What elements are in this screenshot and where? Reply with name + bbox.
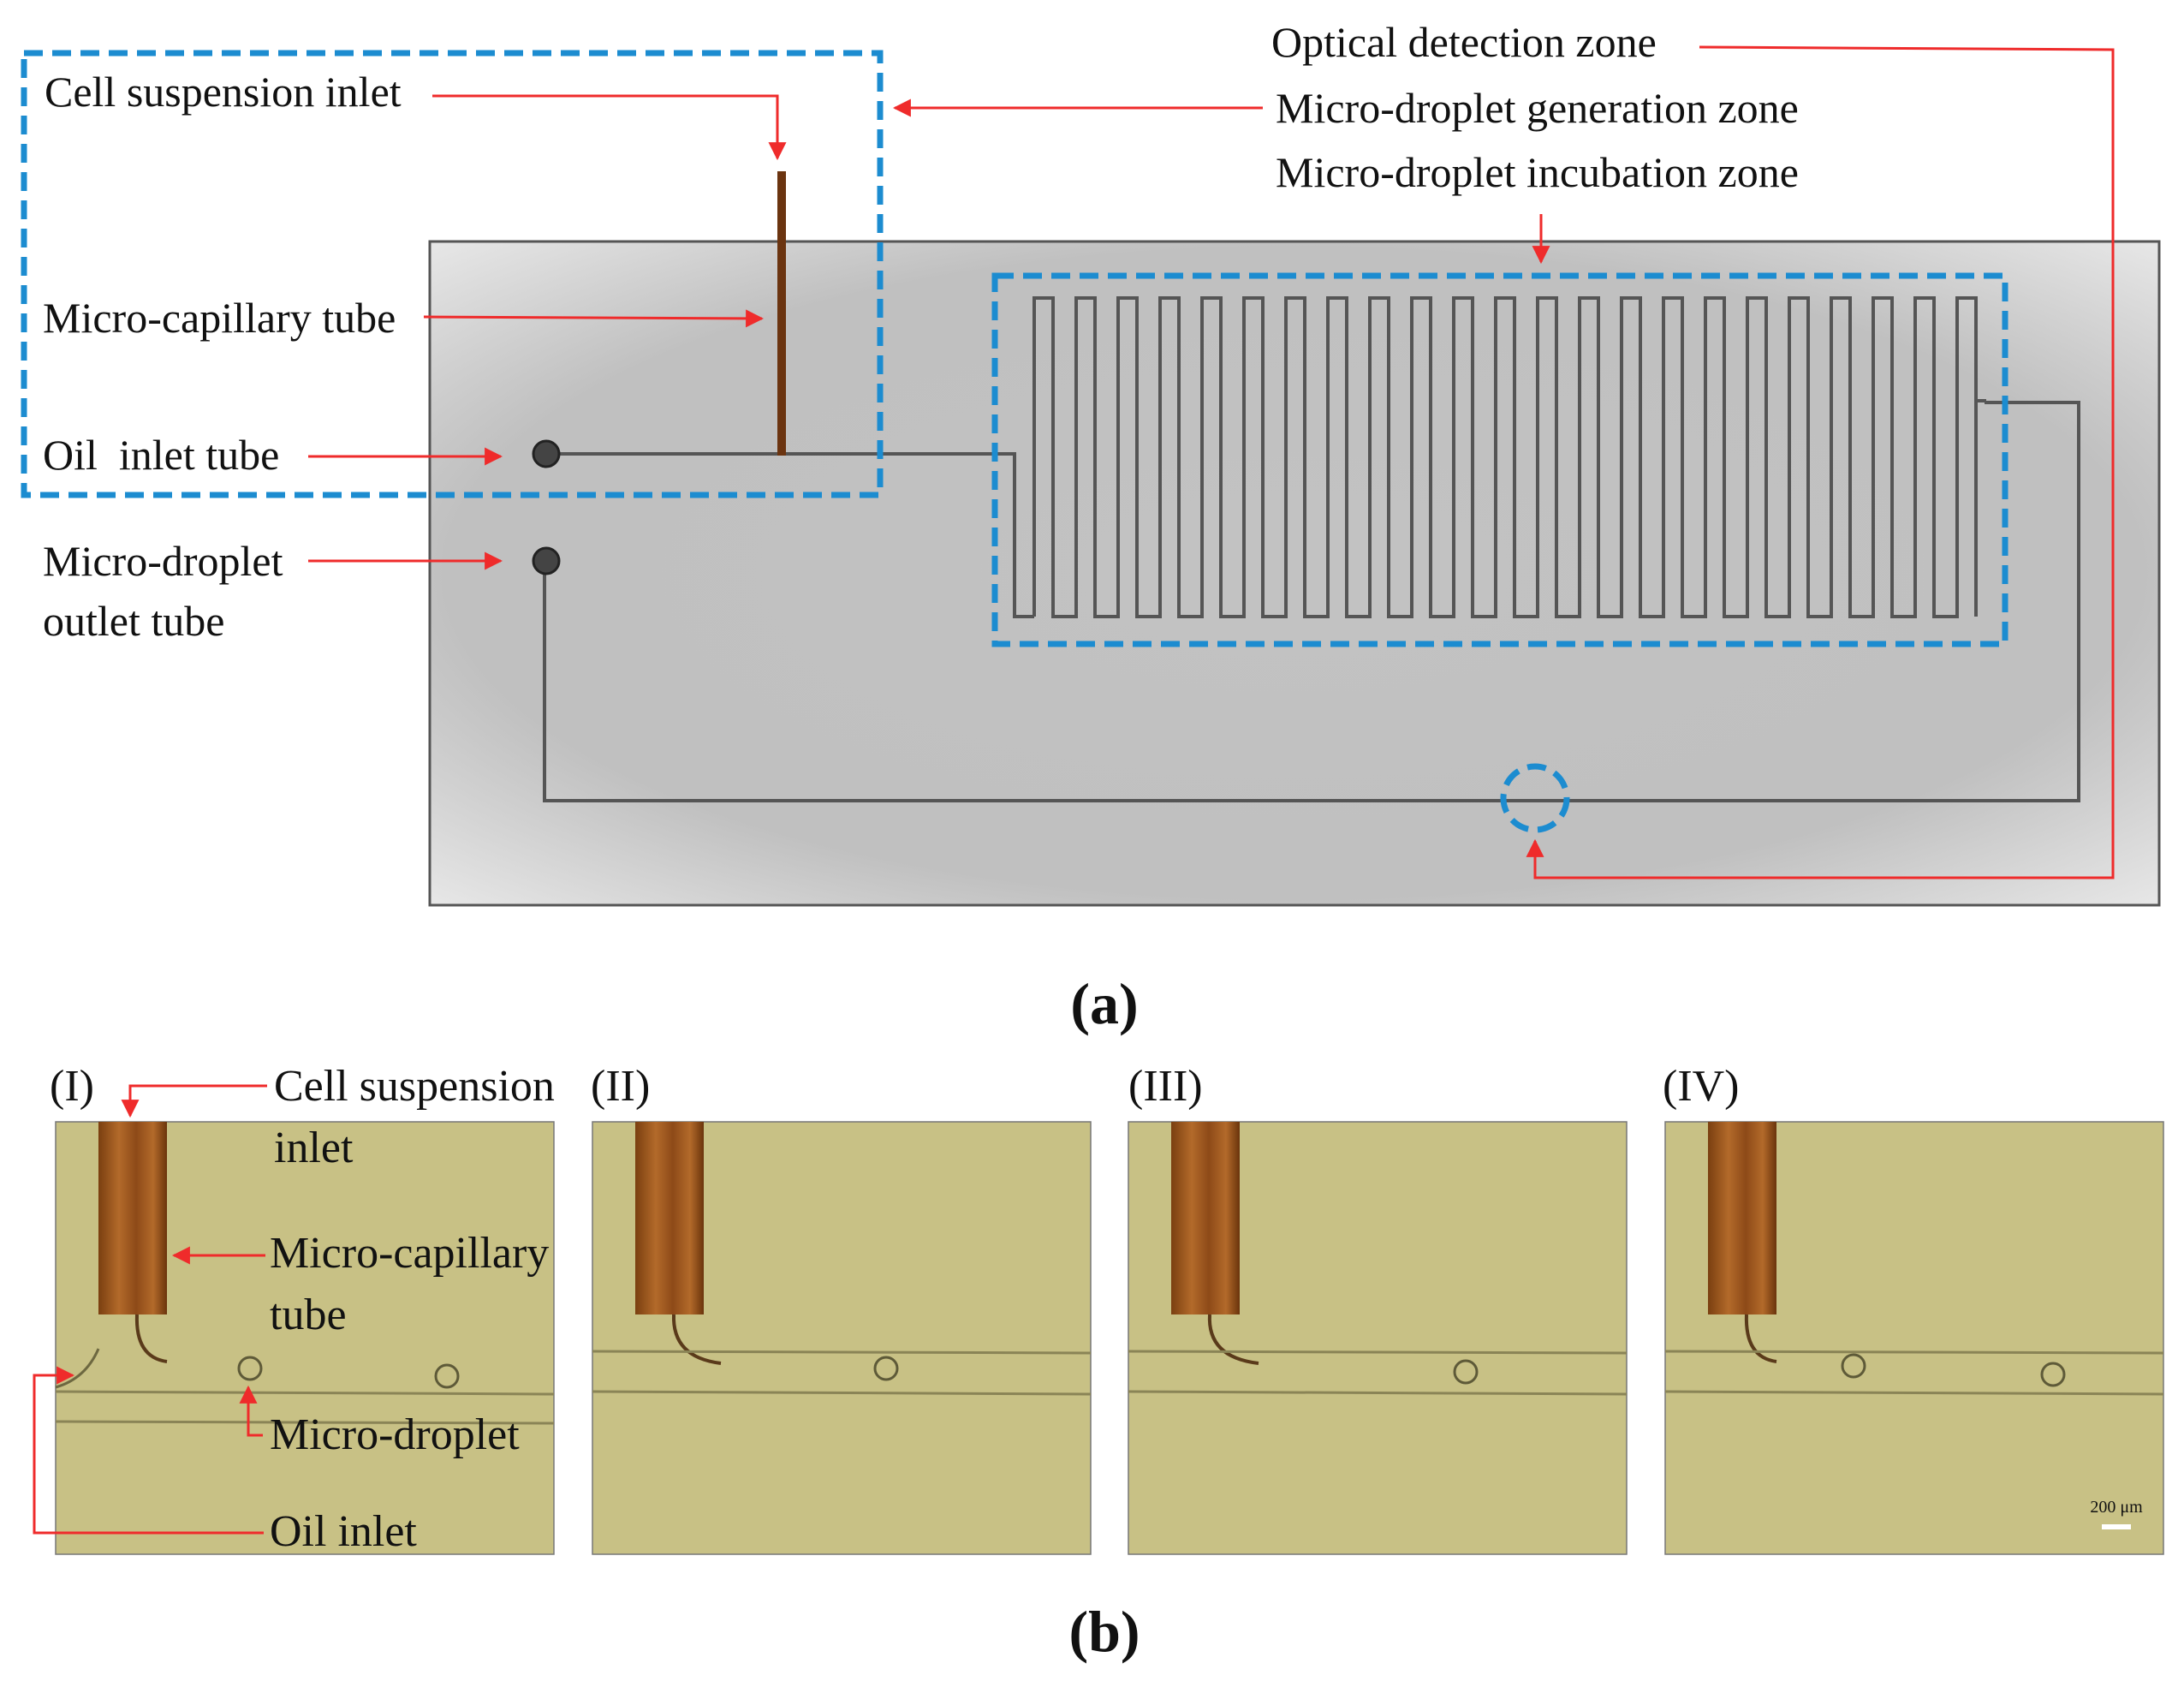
label-incubation-zone: Micro-droplet incubation zone (1276, 148, 1799, 196)
micro-capillary-tube (777, 171, 786, 456)
scale-bar (2102, 1524, 2131, 1529)
label-cell-suspension-inlet: Cell suspension inlet (45, 68, 402, 116)
outlet-port (532, 546, 561, 575)
label-outlet-tube-line1: Micro-droplet (43, 537, 283, 585)
annotation-cell-suspension-line2: inlet (274, 1124, 354, 1172)
label-micro-capillary-tube: Micro-capillary tube (43, 294, 396, 342)
micrograph-4: 200 μm (1664, 1121, 2164, 1555)
panel-b: (I) (II) (III) (IV) (33, 1062, 2164, 1664)
label-outlet-tube-line2: outlet tube (43, 597, 224, 645)
micrograph-label-1: (I) (50, 1062, 94, 1111)
label-optical-detection-zone: Optical detection zone (1271, 18, 1657, 66)
arrow-b-oil-inlet (33, 1366, 264, 1535)
chip-body (428, 240, 2161, 907)
optical-detection-zone-outline (1500, 763, 1570, 833)
annotation-micro-droplet: Micro-droplet (270, 1410, 520, 1459)
oil-inlet-port (532, 439, 561, 468)
arrow-b-micro-droplet (239, 1385, 263, 1437)
label-oil-inlet-tube: Oil inlet tube (43, 431, 279, 479)
incubation-zone-outline (991, 272, 2008, 647)
micrograph-label-2: (II) (591, 1062, 650, 1111)
arrow-micro-capillary (423, 309, 765, 328)
return-channel (543, 401, 2080, 802)
annotation-cell-suspension-line1: Cell suspension (274, 1062, 555, 1111)
annotation-capillary-line2: tube (270, 1291, 347, 1339)
caption-a: (a) (1070, 971, 1138, 1036)
panel-a: Cell suspension inlet Micro-capillary tu… (21, 18, 2161, 1036)
micrograph-label-4: (IV) (1663, 1062, 1740, 1111)
arrow-optical-detection (1526, 45, 2115, 879)
arrow-cell-suspension (432, 94, 787, 161)
caption-b: (b) (1068, 1599, 1140, 1664)
incubation-serpentine-channel (1032, 296, 1986, 618)
label-generation-zone: Micro-droplet generation zone (1276, 84, 1799, 132)
generation-zone-outline (21, 50, 884, 498)
micrograph-1 (55, 1121, 555, 1555)
micrograph-2 (592, 1121, 1092, 1555)
annotation-capillary-line1: Micro-capillary (270, 1229, 549, 1278)
arrow-b-cell-suspension (121, 1084, 267, 1118)
micrograph-label-3: (III) (1128, 1062, 1203, 1111)
annotation-oil-inlet: Oil inlet (270, 1507, 417, 1556)
scale-bar-label: 200 μm (2090, 1498, 2143, 1517)
micrograph-3 (1128, 1121, 1628, 1555)
